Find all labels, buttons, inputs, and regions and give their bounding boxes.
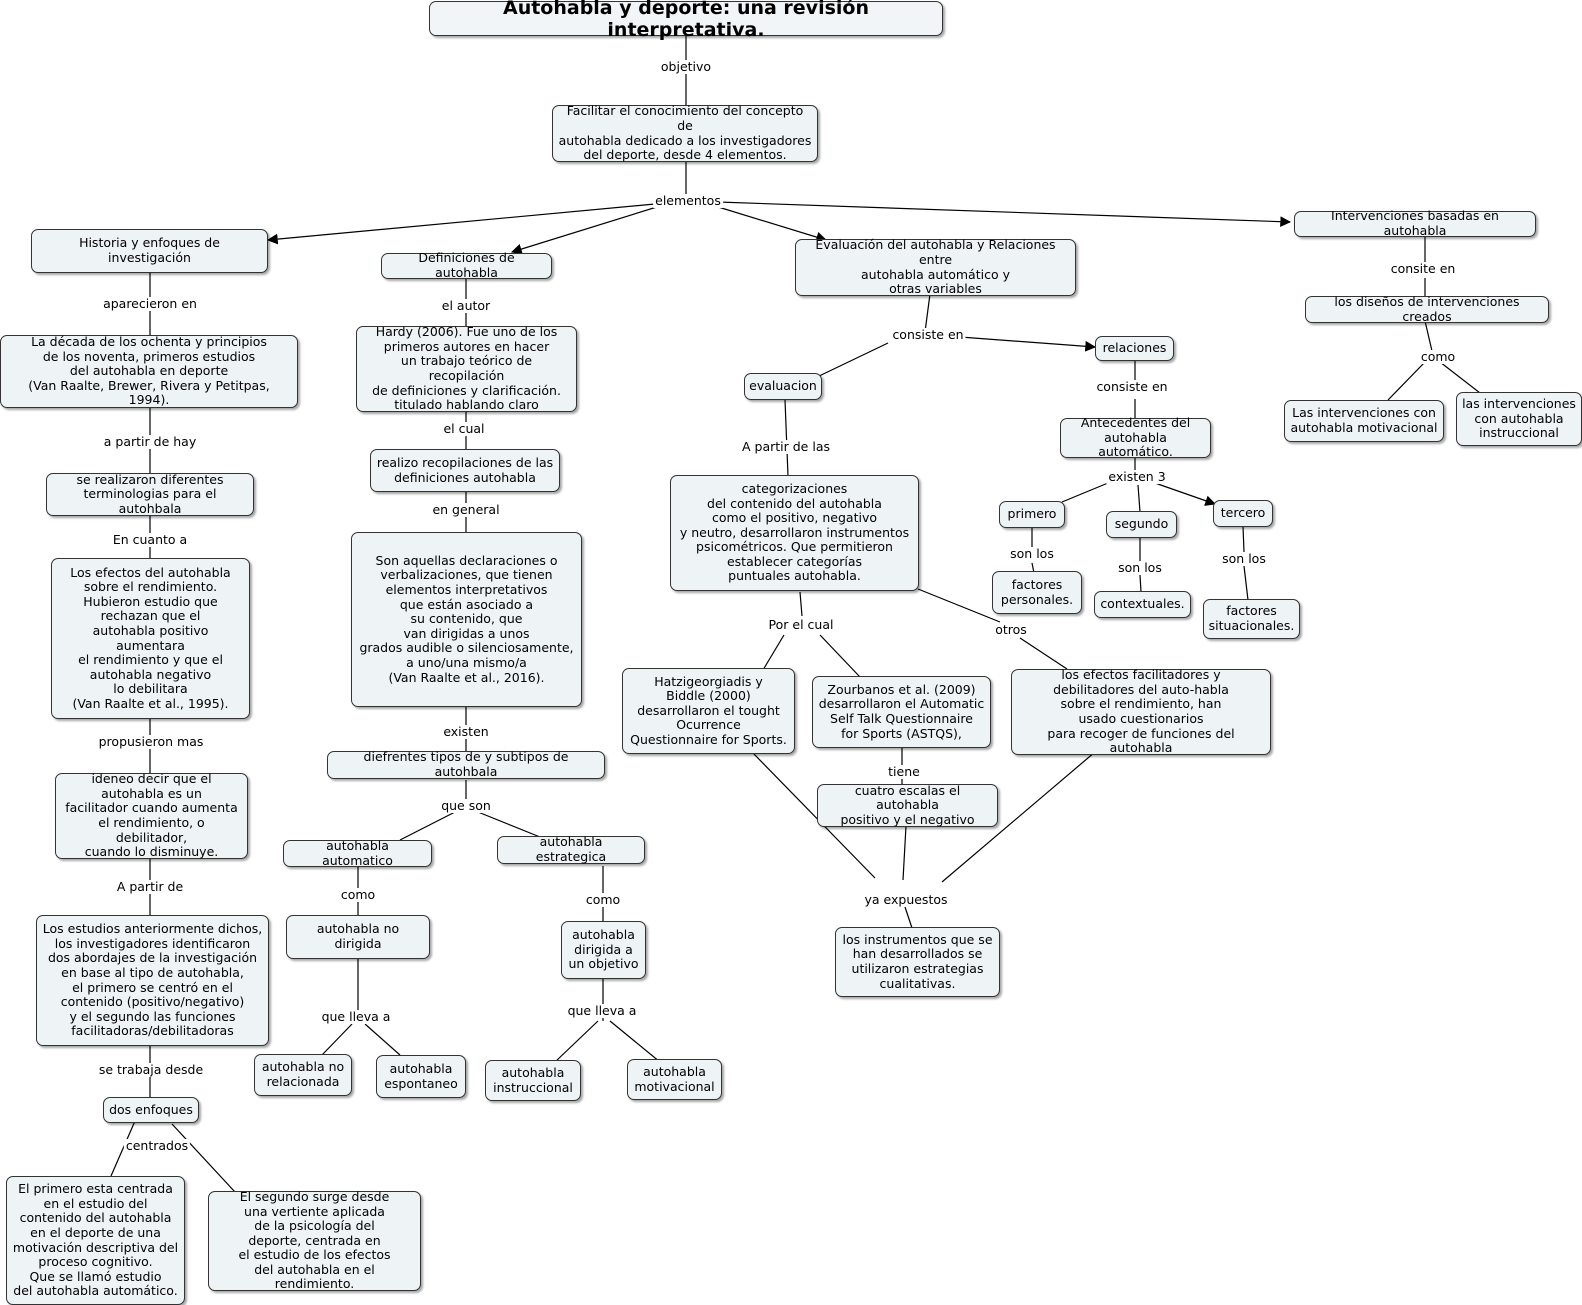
categorizations-node: categorizaciones del contenido del autoh… [670,475,919,591]
link-label-worked-from: se trabaja desde [96,1062,206,1077]
link-label-leads-to-undirected: que lleva a [319,1009,393,1024]
third-node: tercero [1213,500,1273,527]
zourbanos-node: Zourbanos et al. (2009) desarrollaron el… [812,676,991,748]
link-label-from-the: A partir de las [740,439,832,454]
contextual-node: contextuales. [1094,591,1191,618]
link-label-already-exposed: ya expuestos [862,892,950,907]
evaluation-node: evaluacion [744,373,822,400]
link-label-as-automatic: como [338,887,378,902]
facilitator-node: ideneo decir que el autohabla es un faci… [55,771,248,859]
link-label-are-contextual: son los [1116,560,1164,575]
first-node: primero [999,501,1065,528]
link-label-by-which: Por el cual [766,617,836,632]
hardy-node: Hardy (2006). Fue uno de los primeros au… [356,324,577,412]
types-node: diefrentes tipos de y subtipos de autohb… [327,750,605,779]
instructional-node: autohabla instruccional [485,1060,581,1101]
link-label-which: el cual [441,421,487,436]
automatic-selftalk-node: autohabla automatico [283,838,432,867]
link-label-as-strategic: como [583,892,623,907]
performance-effects-node: Los efectos del autohabla sobre el rendi… [51,558,250,719]
instructional-interventions-node: las intervenciones con autohabla instruc… [1456,392,1582,446]
relations-node: relaciones [1095,336,1174,361]
link-label-author: el autor [439,298,493,313]
link-label-from-there: a partir de hay [101,434,199,449]
strategic-selftalk-node: autohabla estrategica [497,835,645,864]
link-label-relations-consists: consiste en [1094,379,1170,394]
link-label-are-situational: son los [1220,551,1268,566]
motivational-node: autohabla motivacional [627,1059,722,1100]
first-approach-node: El primero esta centrada en el estudio d… [6,1176,185,1305]
link-label-leads-to-directed: que lleva a [565,1003,639,1018]
goal-directed-node: autohabla dirigida a un objetivo [561,921,646,979]
compilations-node: realizo recopilaciones de las definicion… [370,449,560,492]
undirected-selftalk-node: autohabla no dirigida [286,915,430,959]
history-node: Historia y enfoques de investigación [31,229,268,273]
link-label-consists-in: consiste en [890,327,966,342]
link-label-as-interventions: como [1418,349,1458,364]
second-node: segundo [1106,511,1177,538]
interventions-node: Intervenciones basadas en autohabla [1294,209,1536,238]
link-label-are-personal: son los [1008,546,1056,561]
link-label-objective: objetivo [658,59,714,74]
link-label-starting-from: A partir de [114,879,186,894]
personal-factors-node: factores personales. [992,571,1082,614]
two-approaches-node: dos enfoques [103,1097,199,1123]
instruments-node: los instrumentos que se han desarrollado… [835,927,1000,997]
definitions-node: Definiciones de autohabla [381,251,552,280]
previous-studies-node: Los estudios anteriormente dichos, los i… [36,915,269,1046]
link-label-others: otros [993,622,1029,637]
link-label-centered: centrados [123,1138,191,1153]
link-label-appeared: aparecieron en [101,296,199,311]
link-label-three-exist: existen 3 [1106,469,1168,484]
spontaneous-node: autohabla espontaneo [376,1055,466,1098]
link-label-consists-interventions: consite en [1388,261,1458,276]
four-scales-node: cuatro escalas el autohabla positivo y e… [817,783,998,827]
map-title: Autohabla y deporte: una revisión interp… [429,0,943,41]
link-label-elements: elementos [653,193,723,208]
motivational-interventions-node: Las intervenciones con autohabla motivac… [1284,400,1444,442]
situational-factors-node: factores situacionales. [1203,599,1300,639]
link-label-which-are: que son [439,798,493,813]
decade-node: La década de los ochenta y principios de… [0,334,298,408]
terminologies-node: se realizaron diferentes terminologias p… [46,472,254,516]
link-label-regarding: En cuanto a [110,532,190,547]
evaluation-relations-node: Evaluación del autohabla y Relaciones en… [795,238,1076,296]
second-approach-node: El segundo surge desde una vertiente apl… [208,1189,421,1291]
link-label-in-general: en general [430,502,502,517]
link-label-proposed: propusieron mas [96,734,206,749]
link-label-exist: existen [441,724,491,739]
hatzigeorgiadis-node: Hatzigeorgiadis y Biddle (2000) desarrol… [622,668,795,754]
designs-node: los diseños de intervenciones creados [1305,294,1549,323]
objective-node: Facilitar el conocimiento del concepto d… [552,104,818,162]
unrelated-node: autohabla no relacionada [254,1054,352,1096]
definition-text-node: Son aquellas declaraciones o verbalizaci… [351,532,582,707]
antecedents-node: Antecedentes del autohabla automático. [1060,415,1211,459]
link-label-has: tiene [886,764,922,779]
facilitating-effects-node: los efectos facilitadores y debilitadore… [1011,667,1271,755]
